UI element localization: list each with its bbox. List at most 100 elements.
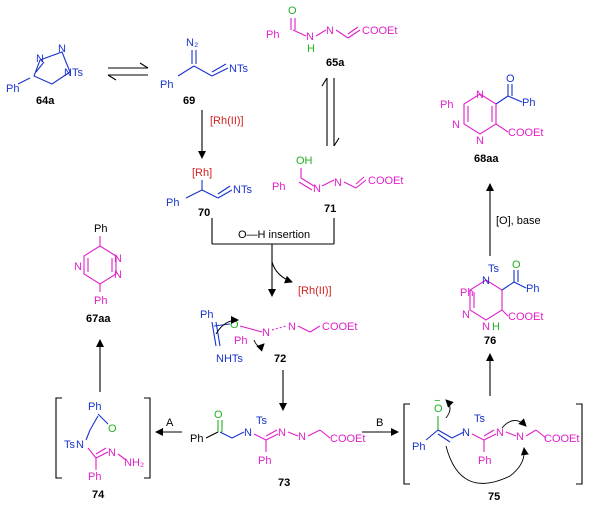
compound-70: [Rh] NTs Ph 70 bbox=[166, 167, 252, 219]
label-72: 72 bbox=[274, 353, 286, 365]
svg-text:N: N bbox=[76, 439, 84, 451]
label-75: 75 bbox=[488, 491, 500, 503]
svg-text:H: H bbox=[492, 321, 500, 333]
compound-64a: N N NTs Ph 64a bbox=[6, 43, 83, 107]
svg-text:N: N bbox=[306, 31, 314, 43]
label-64a: 64a bbox=[36, 95, 55, 107]
svg-text:COOEt: COOEt bbox=[330, 433, 365, 445]
svg-text:Ph: Ph bbox=[94, 295, 107, 307]
svg-text:Ph: Ph bbox=[478, 455, 491, 467]
label-69: 69 bbox=[183, 95, 195, 107]
svg-text:COOEt: COOEt bbox=[544, 433, 579, 445]
svg-text:O: O bbox=[434, 403, 443, 415]
svg-text:OH: OH bbox=[296, 155, 313, 167]
svg-text:N: N bbox=[262, 327, 270, 339]
compound-67aa: Ph N N N Ph 67aa bbox=[74, 223, 122, 325]
svg-text:N: N bbox=[476, 135, 484, 147]
compound-75: O − Ph N Ts N N COOEt Ph 75 bbox=[403, 395, 583, 503]
svg-text:N: N bbox=[476, 89, 484, 101]
svg-text:N: N bbox=[108, 447, 116, 459]
svg-text:Ph: Ph bbox=[6, 83, 19, 95]
label-76: 76 bbox=[484, 335, 496, 347]
svg-text:Ph: Ph bbox=[190, 433, 203, 445]
svg-text:Ph: Ph bbox=[272, 181, 285, 193]
svg-text:Ph: Ph bbox=[522, 97, 535, 109]
label-73: 73 bbox=[278, 477, 290, 489]
svg-text:−: − bbox=[434, 395, 440, 407]
rh-release-label: [Rh(II)] bbox=[298, 285, 332, 297]
svg-text:H: H bbox=[307, 43, 315, 55]
rh-catalyst-label: [Rh(II)] bbox=[210, 115, 244, 127]
svg-text:COOEt: COOEt bbox=[362, 25, 397, 37]
svg-text:N: N bbox=[334, 177, 342, 189]
svg-text:O: O bbox=[230, 319, 239, 331]
svg-text:Ph: Ph bbox=[526, 283, 539, 295]
path-b-label: B bbox=[376, 417, 383, 429]
svg-text:Ph: Ph bbox=[234, 335, 247, 347]
svg-text:Ph: Ph bbox=[412, 441, 425, 453]
svg-text:O: O bbox=[288, 5, 297, 17]
svg-text:Ts: Ts bbox=[64, 439, 76, 451]
path-a-label: A bbox=[166, 417, 174, 429]
svg-text:COOEt: COOEt bbox=[508, 311, 543, 323]
svg-text:N: N bbox=[74, 261, 82, 273]
svg-text:COOEt: COOEt bbox=[322, 321, 357, 333]
svg-text:[Rh]: [Rh] bbox=[192, 167, 212, 179]
svg-text:Ph: Ph bbox=[266, 29, 279, 41]
svg-text:N₂: N₂ bbox=[186, 37, 198, 49]
label-74: 74 bbox=[92, 489, 105, 501]
svg-text:O: O bbox=[506, 73, 515, 85]
svg-text:Ts: Ts bbox=[256, 415, 268, 427]
equilibrium-65a-71 bbox=[321, 77, 340, 147]
label-68aa: 68aa bbox=[474, 153, 499, 165]
svg-text:N: N bbox=[482, 321, 490, 333]
compound-72: Ph O Ph N N COOEt NHTs 72 bbox=[200, 309, 357, 365]
oxidation-label: [O], base bbox=[496, 215, 541, 227]
svg-text:N: N bbox=[516, 431, 524, 443]
label-70: 70 bbox=[198, 207, 210, 219]
svg-text:N: N bbox=[313, 183, 321, 195]
svg-text:NTs: NTs bbox=[233, 184, 252, 196]
svg-text:Ts: Ts bbox=[474, 413, 486, 425]
svg-text:Ph: Ph bbox=[460, 287, 473, 299]
svg-text:O: O bbox=[214, 409, 223, 421]
equilibrium-64a-69 bbox=[107, 62, 149, 81]
compound-74: Ph O Ts N N NH₂ Ph 74 bbox=[55, 397, 151, 501]
oh-insertion-merge bbox=[211, 218, 335, 297]
svg-text:N: N bbox=[482, 275, 490, 287]
svg-text:COOEt: COOEt bbox=[508, 127, 543, 139]
svg-text:N: N bbox=[288, 321, 296, 333]
svg-text:N: N bbox=[298, 431, 306, 443]
label-71: 71 bbox=[324, 203, 336, 215]
svg-text:Ph: Ph bbox=[88, 401, 101, 413]
svg-text:N: N bbox=[462, 427, 470, 439]
compound-71: OH Ph N N COOEt 71 bbox=[272, 155, 403, 215]
svg-text:COOEt: COOEt bbox=[368, 175, 403, 187]
svg-text:Ph: Ph bbox=[88, 471, 101, 483]
compound-68aa: Ph N N N O Ph COOEt 68aa bbox=[440, 73, 543, 165]
svg-text:N: N bbox=[114, 253, 122, 265]
svg-text:Ph: Ph bbox=[440, 99, 453, 111]
svg-text:N: N bbox=[326, 25, 334, 37]
svg-text:Ts: Ts bbox=[488, 263, 500, 275]
svg-text:N: N bbox=[244, 427, 252, 439]
compound-73: Ph O N Ts N N COOEt Ph 73 bbox=[190, 409, 365, 489]
svg-text:N: N bbox=[462, 309, 470, 321]
compound-65a: O Ph N H N COOEt 65a bbox=[266, 5, 397, 69]
svg-text:N: N bbox=[58, 43, 66, 55]
svg-text:NH₂: NH₂ bbox=[124, 457, 144, 469]
svg-text:NTs: NTs bbox=[229, 63, 248, 75]
svg-text:N: N bbox=[36, 53, 44, 65]
svg-text:Ph: Ph bbox=[94, 223, 107, 235]
compound-76: Ts N Ph N N H O Ph COOEt 76 bbox=[460, 259, 543, 347]
svg-text:N: N bbox=[114, 269, 122, 281]
svg-text:O: O bbox=[108, 423, 117, 435]
svg-text:N: N bbox=[452, 119, 460, 131]
svg-text:Ph: Ph bbox=[200, 309, 213, 321]
label-65a: 65a bbox=[326, 57, 345, 69]
svg-text:Ph: Ph bbox=[160, 79, 173, 91]
svg-text:Ph: Ph bbox=[258, 455, 271, 467]
svg-text:N: N bbox=[278, 427, 286, 439]
svg-text:N: N bbox=[496, 427, 504, 439]
